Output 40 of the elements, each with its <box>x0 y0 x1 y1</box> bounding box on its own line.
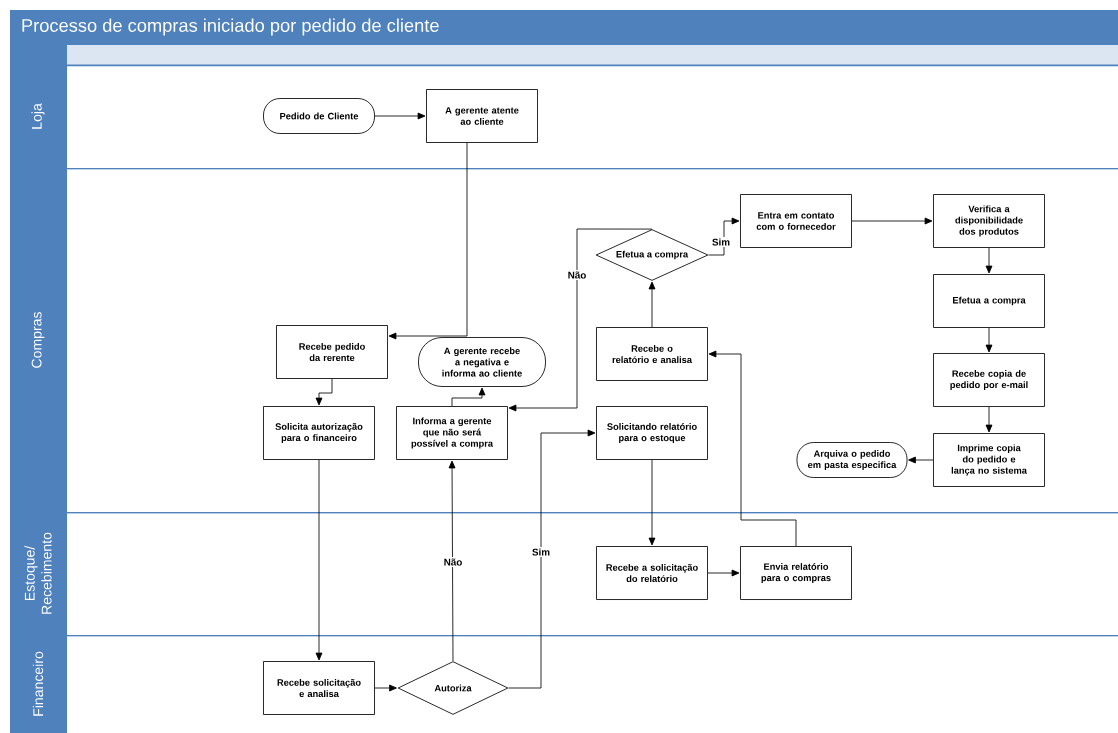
edge-label: Não <box>566 270 588 280</box>
process-box: Entra em contato com o fornecedor <box>740 194 852 248</box>
terminator: A gerente recebe a negativa e informa ao cliente <box>418 337 546 387</box>
process-box: Solicita autorização para o financeiro <box>263 406 375 460</box>
process-box: Verifica a disponibilidade dos produtos <box>933 194 1045 248</box>
process-box: Recebe pedido da rerente <box>276 325 388 379</box>
arrow <box>985 247 993 274</box>
terminator: Arquiva o pedido em pasta especifica <box>796 442 908 478</box>
arrow <box>707 569 740 577</box>
edge-label: Não <box>442 557 464 567</box>
terminator: Pedido de Cliente <box>263 98 375 134</box>
process-box: Recebe solicitação e analisa <box>263 661 375 715</box>
arrow <box>508 429 596 689</box>
edge-label: Sim <box>530 547 552 558</box>
process-box: A gerente atente ao cliente <box>426 89 538 143</box>
arrow <box>985 406 993 433</box>
arrow <box>648 459 656 546</box>
process-box: Imprime copia do pedido e lança no sistema <box>933 433 1045 487</box>
arrow <box>448 460 456 662</box>
arrow <box>374 112 426 120</box>
arrow <box>708 217 740 256</box>
arrow <box>508 228 653 412</box>
edge-label: Sim <box>710 237 732 248</box>
process-box: Recebe copia de pedido por e-mail <box>933 353 1045 407</box>
process-box: Recebe o relatório e analisa <box>596 327 708 381</box>
arrow <box>851 217 933 225</box>
arrow <box>315 459 323 661</box>
arrow <box>648 281 656 328</box>
arrow <box>451 387 486 407</box>
process-box: Informa a gerente que não será possível a compra <box>396 406 508 460</box>
arrow <box>315 378 333 406</box>
arrow <box>374 684 397 692</box>
arrow <box>985 327 993 353</box>
process-box: Solicitando relatório para o estoque <box>596 406 708 460</box>
arrow <box>908 456 934 464</box>
process-box: Efetua a compra <box>933 274 1045 328</box>
arrow <box>388 142 468 340</box>
process-box: Envia relatório para o compras <box>740 546 852 600</box>
arrow <box>708 350 797 547</box>
process-box: Recebe a solicitação do relatório <box>596 546 708 600</box>
